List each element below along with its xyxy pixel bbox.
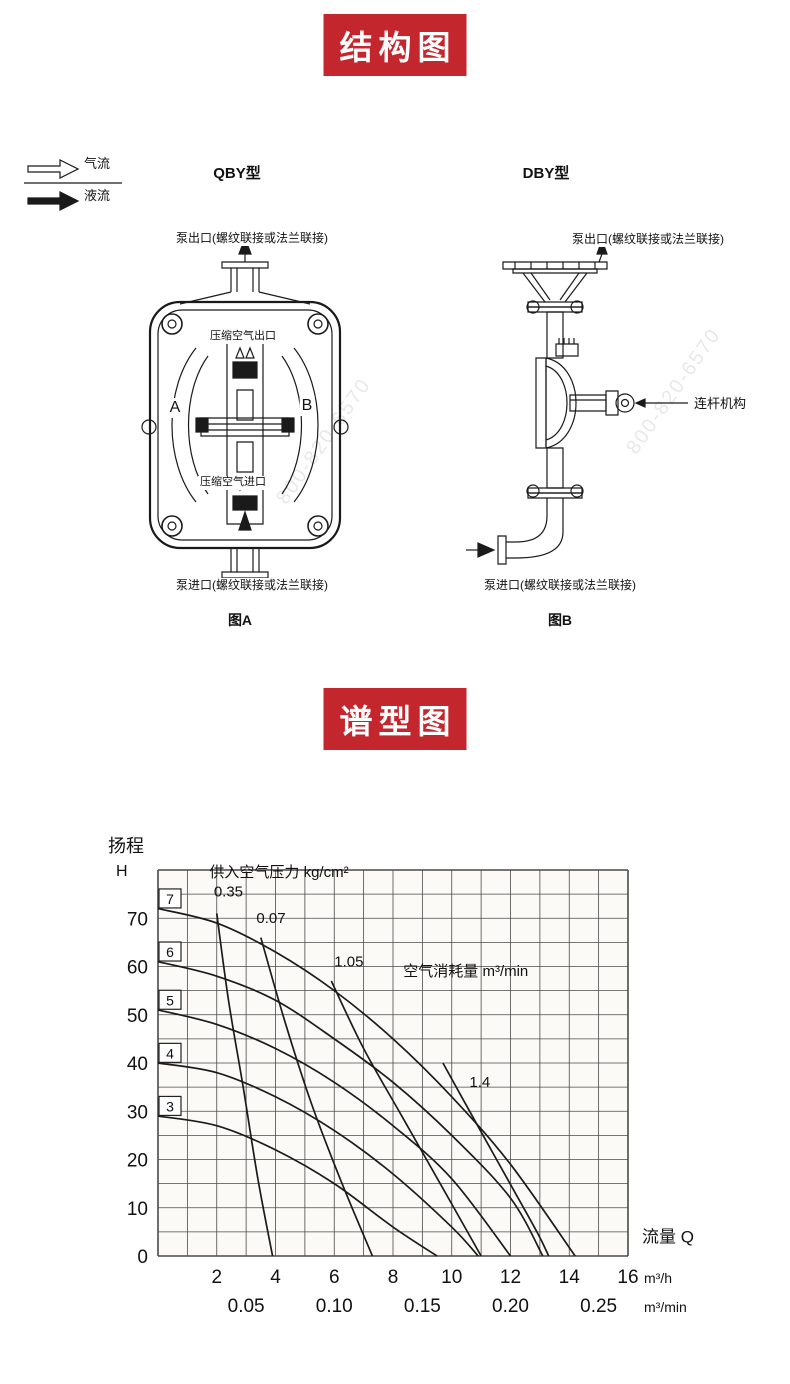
- svg-text:供入空气压力 kg/cm²: 供入空气压力 kg/cm²: [209, 864, 348, 881]
- qby-diagram-art: [142, 238, 348, 578]
- svg-text:0.15: 0.15: [404, 1296, 441, 1317]
- svg-text:30: 30: [127, 1102, 148, 1123]
- svg-text:1.05: 1.05: [334, 954, 363, 971]
- qby-inlet-arrow-icon: [239, 512, 251, 530]
- svg-text:扬程: 扬程: [108, 836, 144, 856]
- qby-type-label: QBY型: [211, 165, 263, 184]
- structure-diagrams-art: [0, 150, 790, 660]
- rod-leader-arrow-icon: [636, 399, 645, 407]
- air-flow-arrow-icon: [28, 160, 78, 178]
- svg-text:4: 4: [166, 1045, 174, 1061]
- structure-section-title: 结构图: [323, 14, 467, 76]
- svg-text:0.05: 0.05: [228, 1296, 265, 1317]
- curve-section-title: 谱型图: [323, 688, 467, 750]
- svg-text:3: 3: [166, 1098, 174, 1114]
- svg-text:50: 50: [127, 1006, 148, 1027]
- svg-text:20: 20: [127, 1151, 148, 1172]
- svg-text:0.20: 0.20: [492, 1296, 529, 1317]
- dby-inlet-arrow-icon: [478, 543, 494, 557]
- svg-text:6: 6: [329, 1267, 340, 1288]
- qby-outlet-label: 泵出口(螺纹联接或法兰联接): [174, 231, 330, 246]
- qby-chamber-b-label: B: [299, 396, 315, 416]
- svg-text:1.4: 1.4: [469, 1074, 490, 1091]
- svg-text:2: 2: [211, 1267, 222, 1288]
- svg-text:12: 12: [500, 1267, 521, 1288]
- svg-text:H: H: [116, 863, 128, 880]
- svg-text:16: 16: [617, 1267, 638, 1288]
- svg-text:0.25: 0.25: [580, 1296, 617, 1317]
- qby-air-outlet-label: 压缩空气出口: [208, 330, 278, 344]
- svg-text:6: 6: [166, 944, 174, 960]
- qby-chamber-a-label: A: [167, 398, 183, 418]
- svg-text:0.10: 0.10: [316, 1296, 353, 1317]
- qby-caption: 图A: [225, 612, 255, 630]
- svg-text:0.35: 0.35: [214, 884, 243, 901]
- svg-text:5: 5: [166, 992, 174, 1008]
- svg-text:4: 4: [270, 1267, 281, 1288]
- qby-air-inlet-label: 压缩空气进口: [198, 476, 268, 490]
- svg-text:空气消耗量 m³/min: 空气消耗量 m³/min: [403, 963, 528, 980]
- svg-text:10: 10: [441, 1267, 462, 1288]
- performance-chart: 0 10 20 30 40 50 60 70 2 4 6 8 10 12 14 16 0.05 0.10 0.15 0…: [108, 836, 694, 1317]
- dby-type-label: DBY型: [520, 165, 572, 184]
- liquid-flow-arrow-icon: [28, 192, 78, 210]
- svg-text:7: 7: [166, 891, 174, 907]
- legend-air-label: 气流: [82, 156, 113, 173]
- svg-text:0.07: 0.07: [256, 910, 285, 927]
- legend-liquid-label: 液流: [82, 188, 113, 205]
- svg-text:10: 10: [127, 1199, 148, 1220]
- qby-inlet-label: 泵进口(螺纹联接或法兰联接): [174, 578, 330, 593]
- dby-diagram-art: [466, 240, 688, 564]
- svg-text:40: 40: [127, 1054, 148, 1075]
- dby-rod-label: 连杆机构: [692, 396, 749, 413]
- svg-text:m³/h: m³/h: [644, 1270, 672, 1286]
- svg-text:14: 14: [559, 1267, 581, 1288]
- svg-text:0: 0: [137, 1247, 148, 1268]
- svg-text:流量 Q: 流量 Q: [642, 1228, 694, 1247]
- svg-text:60: 60: [127, 958, 148, 979]
- svg-text:m³/min: m³/min: [644, 1299, 687, 1315]
- svg-text:70: 70: [127, 909, 148, 930]
- dby-inlet-label: 泵进口(螺纹联接或法兰联接): [482, 578, 638, 593]
- svg-text:8: 8: [388, 1267, 399, 1288]
- dby-caption: 图B: [545, 612, 575, 630]
- dby-outlet-label: 泵出口(螺纹联接或法兰联接): [570, 232, 726, 247]
